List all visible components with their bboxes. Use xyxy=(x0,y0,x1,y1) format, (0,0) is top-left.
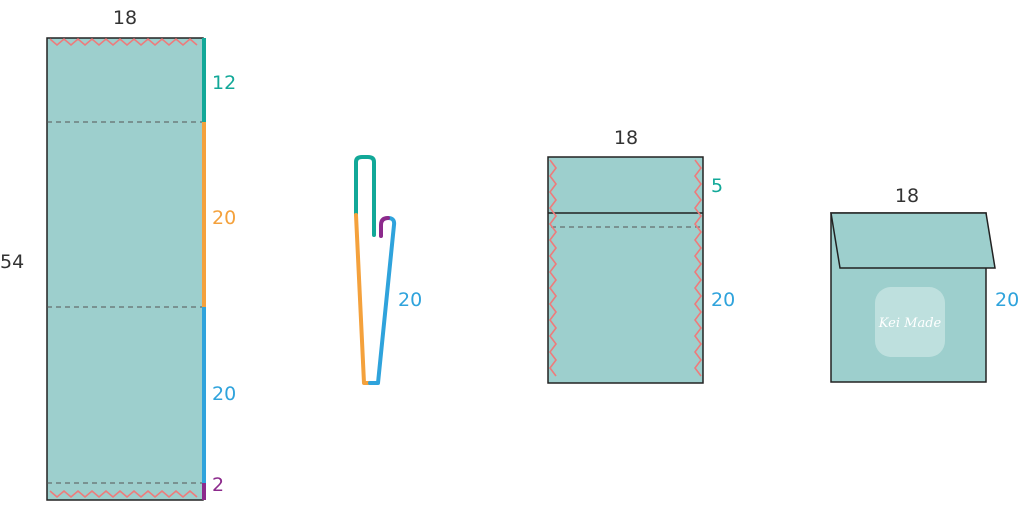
fold-teal xyxy=(354,155,376,237)
fold-blue xyxy=(368,216,397,385)
step2-fold-profile: 20 xyxy=(354,155,422,385)
panel-left-zigzag xyxy=(549,159,557,377)
strip-length-label: 54 xyxy=(0,251,24,273)
fold-orange xyxy=(354,213,372,385)
fold-purple xyxy=(379,216,390,238)
strip-top-zigzag xyxy=(49,37,198,47)
step3-sewn-panel: 18 5 20 xyxy=(547,127,735,384)
label-12: 12 xyxy=(212,72,236,94)
step1-strip: 18 54 12 20 20 2 xyxy=(0,7,236,501)
strip-bottom-zigzag xyxy=(49,489,198,499)
panel-right-zigzag xyxy=(694,159,702,377)
fold-height-label: 20 xyxy=(398,289,422,311)
pouch-height-label: 20 xyxy=(995,289,1019,311)
pouch-width-label: 18 xyxy=(895,185,919,207)
logo-badge xyxy=(875,287,945,357)
label-20-orange: 20 xyxy=(212,207,236,229)
strip-fabric xyxy=(46,37,204,501)
panel-fabric xyxy=(547,156,704,384)
panel-width-label: 18 xyxy=(614,127,638,149)
kei-made-logo: Kei Made xyxy=(875,287,945,357)
panel-height-label: 20 xyxy=(711,289,735,311)
panel-top-label: 5 xyxy=(711,175,723,197)
logo-text: Kei Made xyxy=(878,316,942,331)
step4-finished-pouch: Kei Made 18 20 xyxy=(830,185,1019,383)
label-20-blue: 20 xyxy=(212,383,236,405)
strip-width-label: 18 xyxy=(113,7,137,29)
label-2: 2 xyxy=(212,474,224,496)
pouch-flap xyxy=(830,212,996,269)
